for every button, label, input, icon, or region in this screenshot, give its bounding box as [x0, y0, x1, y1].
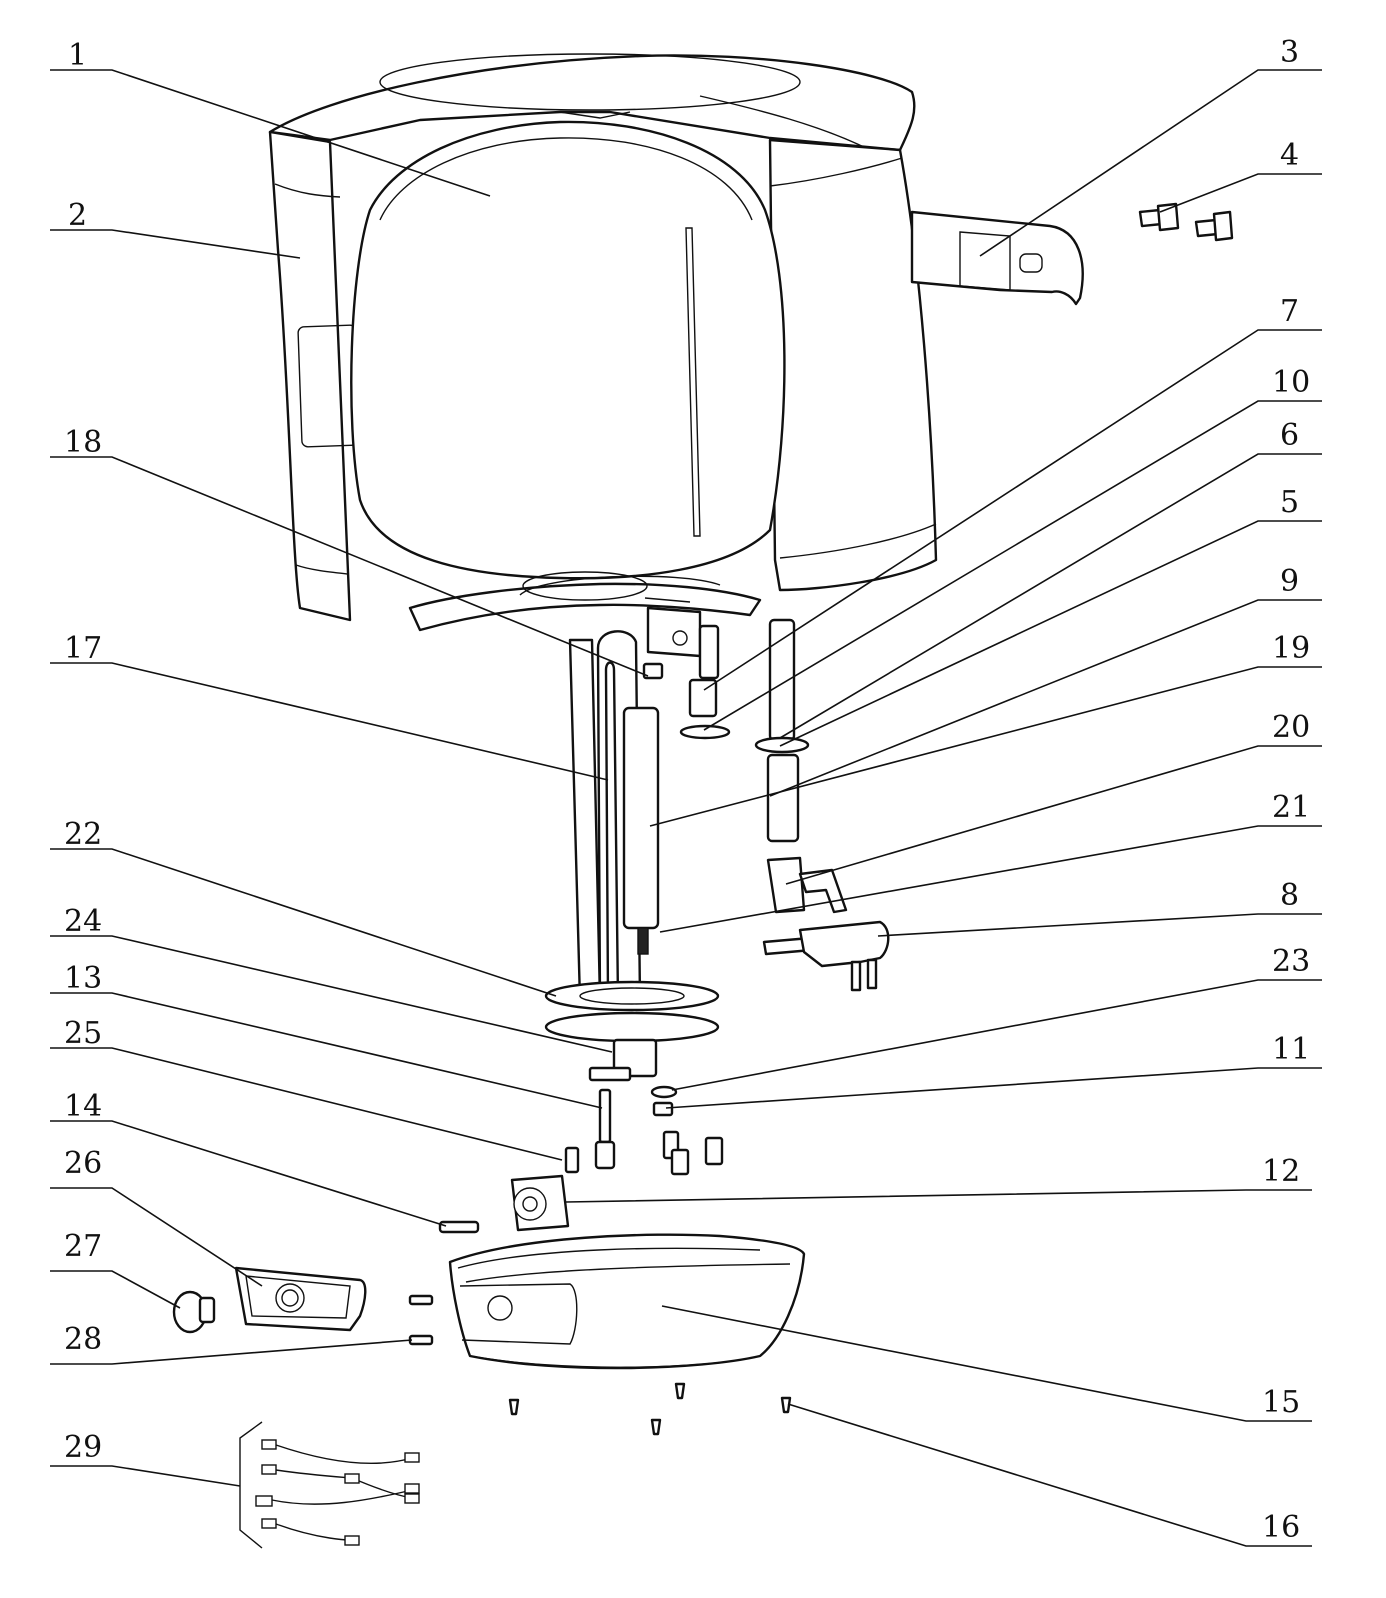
elbow-and-plug-part: [762, 856, 890, 992]
callout-17: 17: [64, 631, 102, 666]
callout-15: 15: [1262, 1385, 1300, 1420]
callout-11: 11: [1272, 1032, 1310, 1067]
tank-body-part: [268, 53, 938, 632]
callout-2: 2: [68, 198, 87, 233]
callout-3: 3: [1280, 35, 1299, 70]
callout-12: 12: [1262, 1154, 1300, 1189]
bottom-cover-part: [448, 1233, 806, 1370]
callout-14: 14: [64, 1089, 102, 1124]
wall-bracket-part: [910, 210, 1084, 306]
callout-6: 6: [1280, 418, 1299, 453]
leader-lines: [50, 69, 1322, 1547]
callout-8: 8: [1280, 878, 1299, 913]
callout-10: 10: [1272, 365, 1310, 400]
front-panel-part: [172, 1266, 434, 1346]
callout-25: 25: [64, 1016, 102, 1051]
callout-5: 5: [1280, 485, 1299, 520]
heating-element-part: [568, 630, 660, 1002]
bottom-screws-part: [508, 1382, 792, 1436]
callout-27: 27: [64, 1229, 102, 1264]
callout-22: 22: [64, 817, 102, 852]
wire-harness-part: [239, 1421, 420, 1549]
callout-20: 20: [1272, 710, 1310, 745]
callout-28: 28: [64, 1322, 102, 1357]
small-fittings-part: [564, 1085, 724, 1176]
callout-1: 1: [68, 38, 87, 73]
callout-23: 23: [1272, 944, 1310, 979]
callout-29: 29: [64, 1430, 102, 1465]
callout-24: 24: [64, 904, 102, 939]
mounting-bolts-part: [1138, 202, 1234, 242]
callout-9: 9: [1280, 564, 1299, 599]
callout-26: 26: [64, 1146, 102, 1181]
callout-21: 21: [1272, 790, 1310, 825]
callout-labels: 1 2 3 4 5 6 7 8 9 10 11 12 13 14 15 16 1…: [64, 35, 1310, 1545]
callout-18: 18: [64, 425, 102, 460]
callout-7: 7: [1280, 294, 1299, 329]
callout-16: 16: [1262, 1510, 1300, 1545]
control-unit-part: [438, 1174, 570, 1234]
callout-4: 4: [1280, 138, 1299, 173]
callout-19: 19: [1272, 631, 1310, 666]
callout-13: 13: [64, 961, 102, 996]
flange-part: [544, 980, 720, 1082]
valve-assembly-part: [642, 606, 810, 843]
